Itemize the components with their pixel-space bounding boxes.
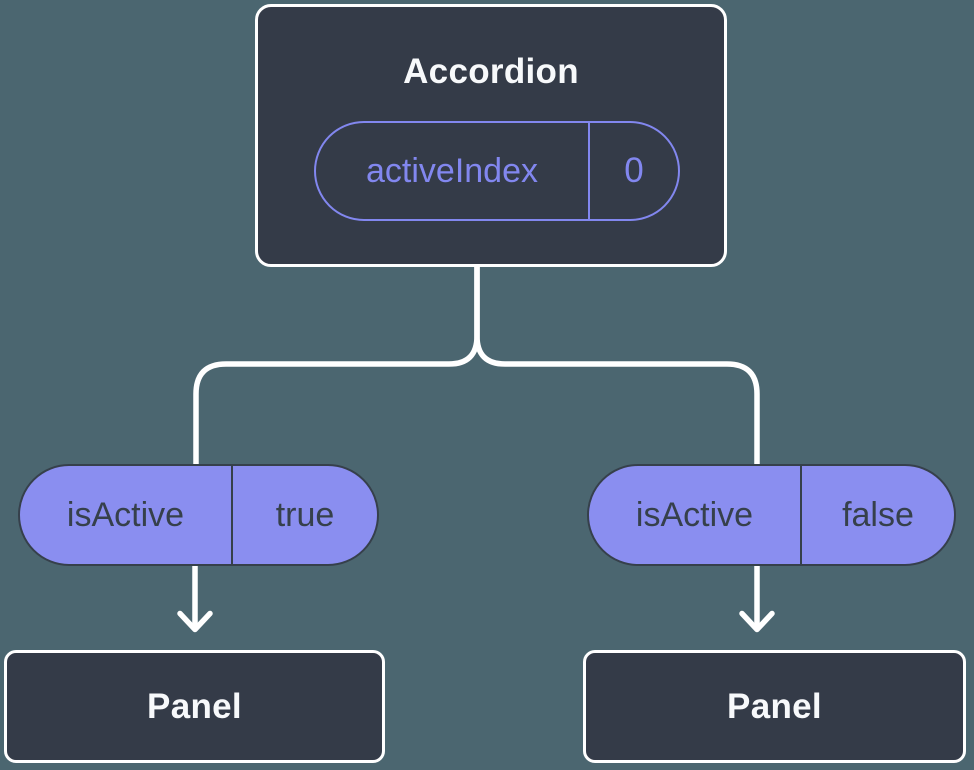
prop-name: isActive (589, 466, 802, 564)
connector-fork-right (474, 257, 760, 470)
panel-node-left: Panel (4, 650, 385, 763)
prop-value: false (842, 495, 914, 534)
accordion-node: Accordion activeIndex 0 (255, 4, 727, 267)
panel-node-right: Panel (583, 650, 966, 763)
prop-value: true (275, 495, 335, 534)
prop-name: isActive (20, 466, 233, 564)
down-arrow-right-icon (739, 559, 775, 633)
panel-node-title: Panel (727, 686, 822, 726)
state-value: 0 (624, 151, 644, 190)
prop-pill-is-active-left: isActive true (18, 464, 379, 566)
state-pill-active-index: activeIndex 0 (314, 121, 680, 221)
down-arrow-left-icon (177, 559, 213, 633)
state-name: activeIndex (316, 123, 590, 219)
prop-pill-is-active-right: isActive false (587, 464, 956, 566)
connector-fork-left (193, 257, 480, 470)
panel-node-title: Panel (147, 686, 242, 726)
accordion-node-title: Accordion (403, 52, 579, 91)
